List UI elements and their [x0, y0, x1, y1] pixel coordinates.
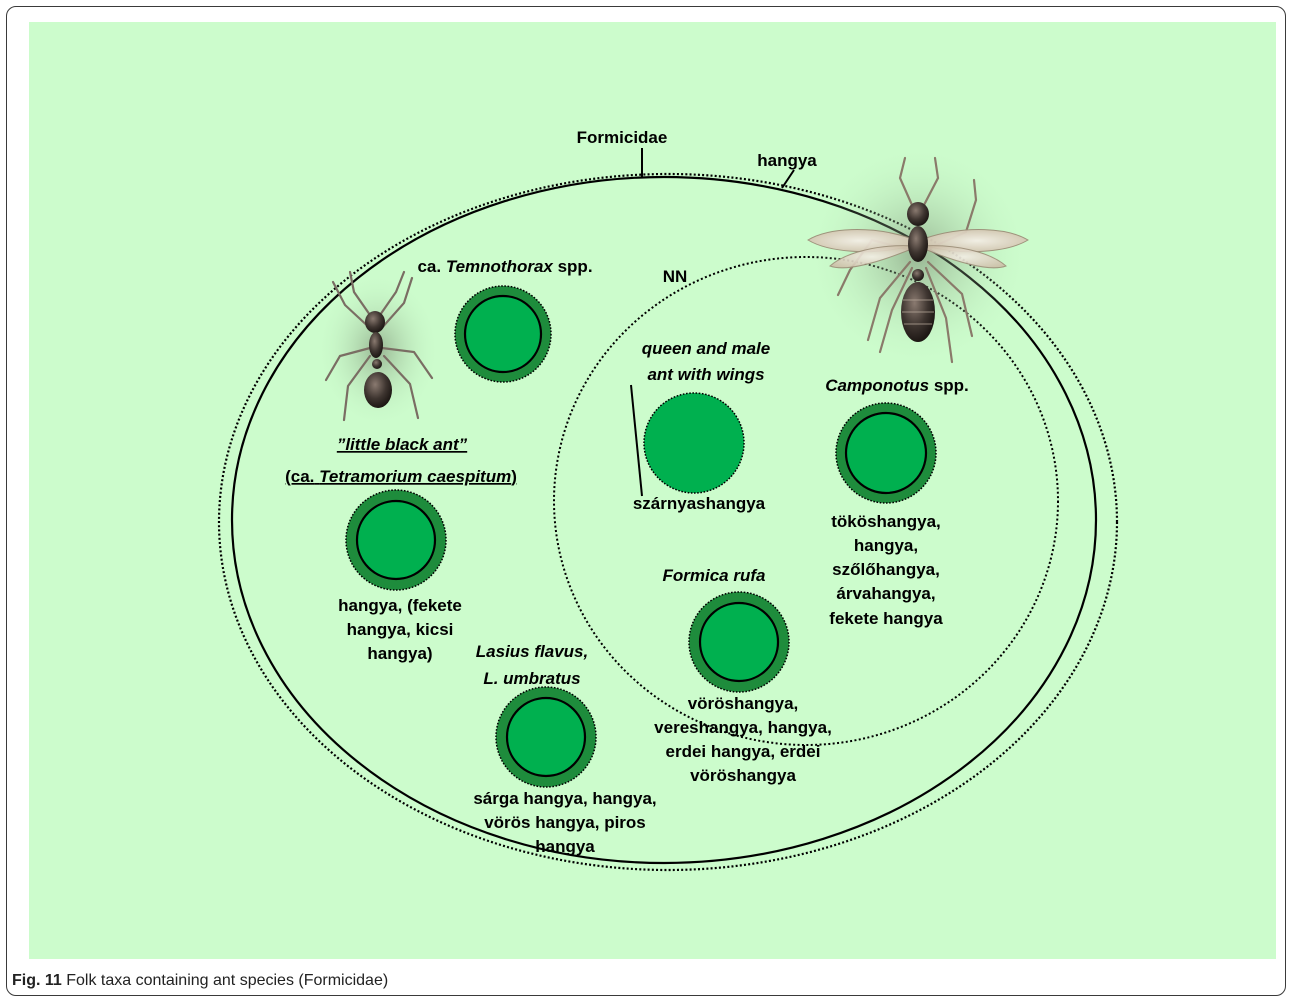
taxon-circle-camponotus — [835, 402, 937, 504]
temnothorax-label: ca. Temnothorax spp. — [417, 257, 592, 276]
lasius-folk-names: sárga hangya, hangya, vörös hangya, piro… — [473, 789, 656, 856]
hangya-label: hangya — [757, 151, 817, 170]
taxon-circle-formica-rufa — [688, 591, 790, 693]
hangya-leader-line — [781, 169, 795, 189]
hangya-ellipse — [217, 172, 1119, 872]
worker-ant-image — [316, 270, 440, 428]
folk-name: hangya, — [854, 536, 918, 555]
figure-caption: Fig. 11 Folk taxa containing ant species… — [12, 972, 388, 990]
folk-name: árvahangya, — [836, 584, 935, 603]
figure-frame — [6, 6, 1286, 996]
nn-ellipse — [553, 256, 1059, 746]
tetramorium-folk-names: hangya, (fekete hangya, kicsi hangya) — [338, 596, 462, 663]
queen-label-line1: queen and male — [642, 339, 770, 358]
folk-name: hangya, kicsi — [347, 620, 454, 639]
formica-folk-names: vöröshangya, vereshangya, hangya, erdei … — [654, 694, 832, 785]
folk-name: hangya — [535, 837, 595, 856]
taxon-circle-queen-male — [643, 392, 745, 494]
taxon-circle-lasius — [495, 686, 597, 788]
formicidae-ellipse — [230, 175, 1098, 865]
folk-name: vöröshangya — [690, 766, 796, 785]
folk-name: tököshangya, — [831, 512, 941, 531]
taxon-circle-temnothorax — [454, 285, 552, 383]
folk-name: vörös hangya, piros — [484, 813, 646, 832]
folk-name: hangya, (fekete — [338, 596, 462, 615]
lasius-label-line1: Lasius flavus, — [476, 642, 588, 661]
folk-name: szőlőhangya, — [832, 560, 940, 579]
folk-name: hangya) — [367, 644, 432, 663]
camponotus-folk-names: tököshangya, hangya, szőlőhangya, árvaha… — [829, 512, 943, 628]
szarnyas-leader-line — [630, 384, 643, 497]
formicidae-label: Formicidae — [577, 128, 668, 147]
tetramorium-label: (ca. Tetramorium caespitum) — [285, 467, 517, 486]
nn-label: NN — [663, 267, 688, 286]
taxon-circle-tetramorium — [345, 489, 447, 591]
winged-ant-image — [806, 143, 1030, 367]
folk-name: fekete hangya — [829, 609, 943, 628]
lasius-label-line2: L. umbratus — [483, 669, 580, 688]
caption-label: Fig. 11 — [12, 972, 62, 989]
caption-text: Folk taxa containing ant species (Formic… — [66, 972, 389, 989]
folk-name: vöröshangya, — [688, 694, 799, 713]
queen-label-line2: ant with wings — [647, 365, 764, 384]
folk-name: vereshangya, hangya, — [654, 718, 832, 737]
szarnyas-label: szárnyashangya — [633, 494, 766, 513]
little-black-ant-label: ”little black ant” — [337, 435, 468, 454]
formica-rufa-label: Formica rufa — [663, 566, 766, 585]
folk-name: erdei hangya, erdei — [666, 742, 821, 761]
folk-name: sárga hangya, hangya, — [473, 789, 656, 808]
camponotus-label: Camponotus spp. — [825, 376, 969, 395]
